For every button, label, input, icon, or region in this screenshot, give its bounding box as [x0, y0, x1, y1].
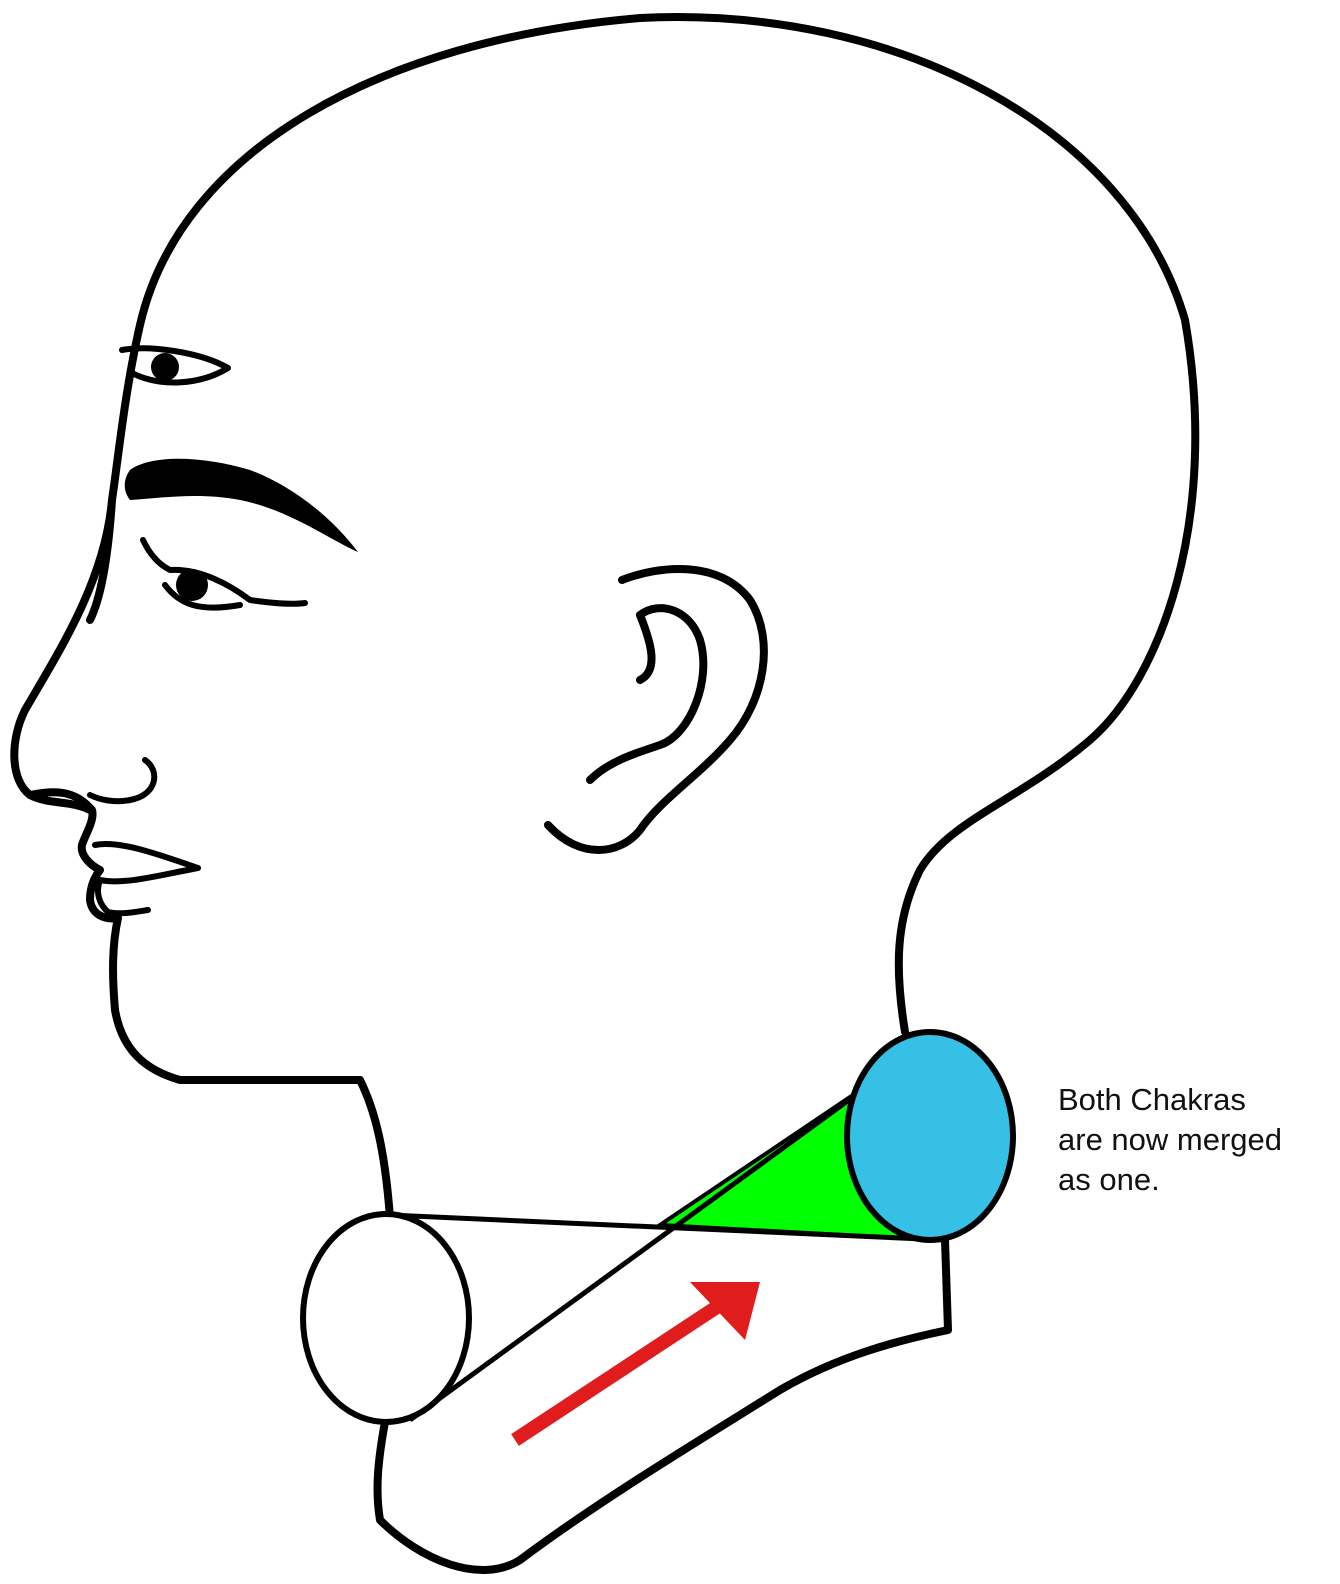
- arrow-up-right-icon: [515, 1282, 760, 1440]
- ear-icon: [548, 569, 764, 850]
- caption-line-1: Both Chakras: [1058, 1080, 1338, 1120]
- caption: Both Chakras are now merged as one.: [1058, 1080, 1338, 1200]
- merged-chakra: [847, 1032, 1013, 1240]
- eyebrow-icon: [125, 459, 358, 552]
- eye-icon: [143, 540, 305, 608]
- lower-chakra: [303, 1214, 469, 1422]
- caption-line-2: are now merged: [1058, 1120, 1338, 1160]
- caption-line-3: as one.: [1058, 1160, 1338, 1200]
- lips-icon: [95, 844, 198, 913]
- face-profile: [30, 792, 390, 1218]
- nostril-icon: [90, 760, 154, 801]
- head-outline: [14, 17, 1195, 1032]
